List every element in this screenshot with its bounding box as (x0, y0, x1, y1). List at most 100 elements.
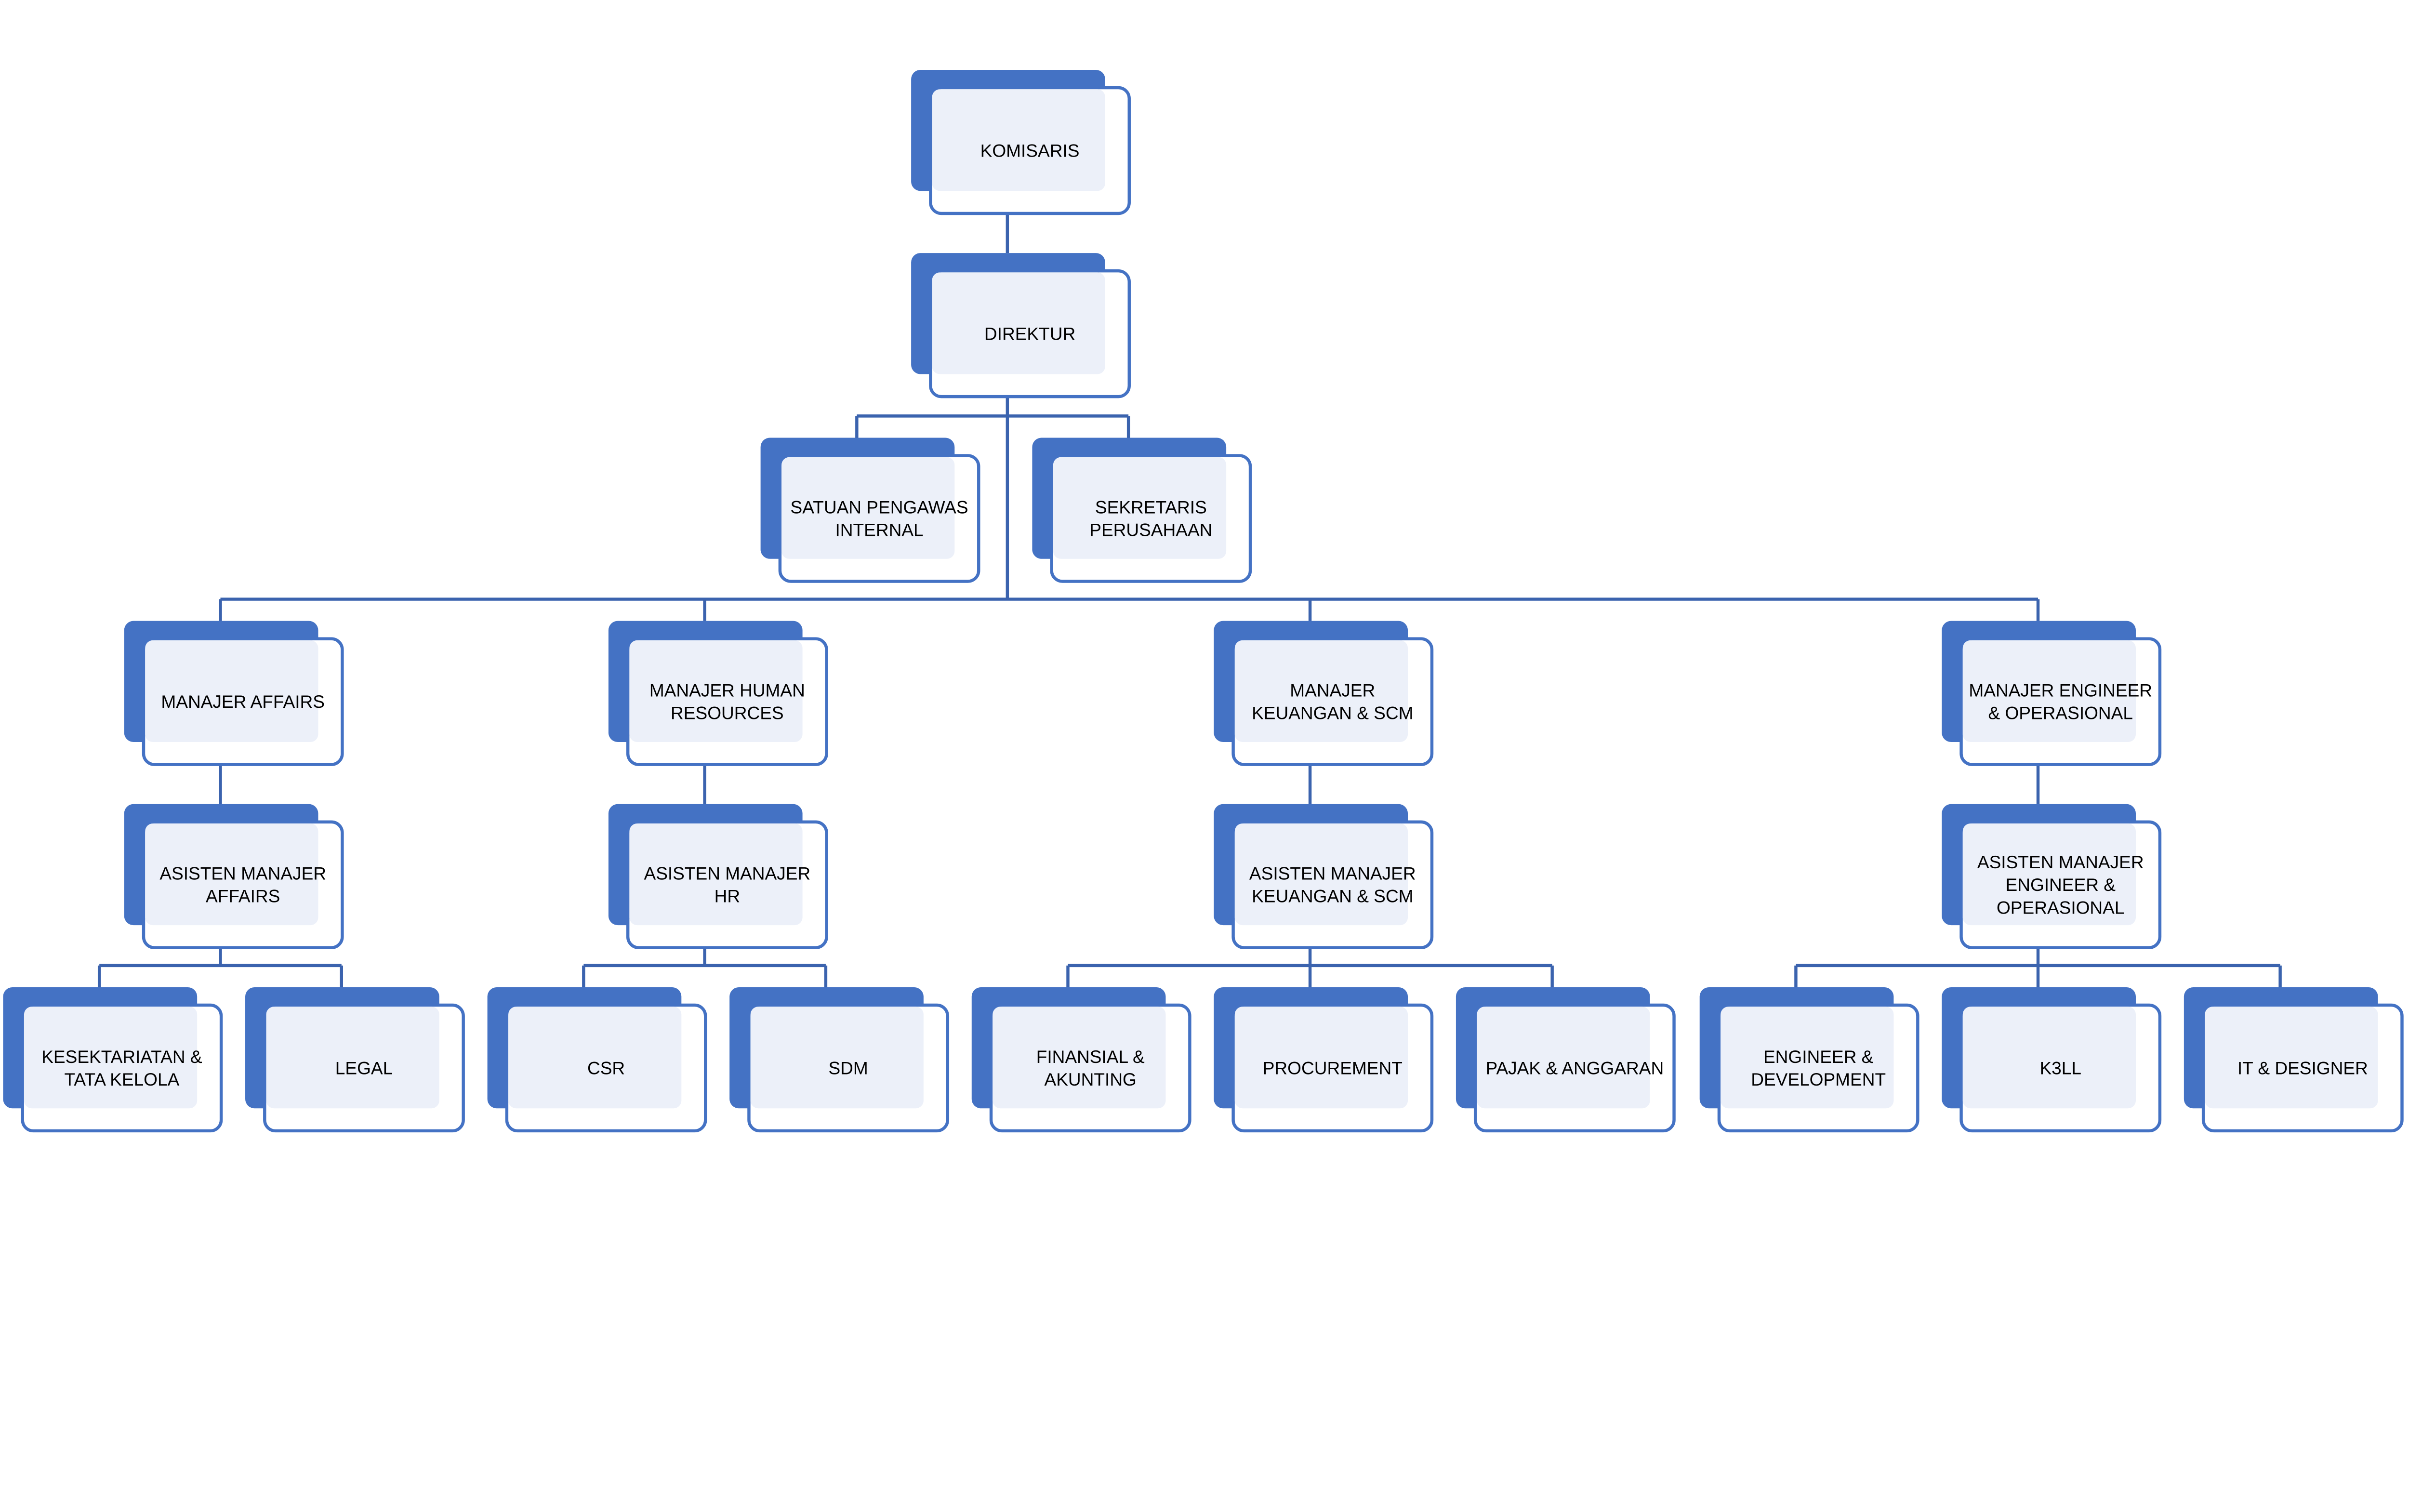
node-label-line: MANAJER AFFAIRS (161, 691, 325, 712)
node-label: IT & DESIGNER (2237, 1058, 2368, 1078)
node-label-line: ASISTEN MANAJER (1977, 852, 2144, 872)
org-node-engdev[interactable]: ENGINEER &DEVELOPMENT (1699, 987, 1919, 1133)
node-label-line: LEGAL (335, 1058, 393, 1078)
node-label-line: FINANSIAL & (1036, 1047, 1145, 1067)
node-fill (750, 1007, 924, 1109)
org-node-pajak[interactable]: PAJAK & ANGGARAN (1456, 987, 1676, 1133)
node-label-line: SEKRETARIS (1095, 497, 1207, 517)
node-label-line: PERUSAHAAN (1089, 519, 1212, 540)
org-node-csr[interactable]: CSR (487, 987, 707, 1133)
node-label-line: AKUNTING (1045, 1069, 1137, 1089)
node-label: DIREKTUR (984, 324, 1075, 344)
node-label-line: K3LL (2039, 1058, 2081, 1078)
node-fill (1234, 640, 1408, 742)
node-label-line: PAJAK & ANGGARAN (1485, 1058, 1664, 1078)
org-node-direktur[interactable]: DIREKTUR (911, 253, 1131, 398)
node-fill (508, 1007, 682, 1109)
node-label-line: KEUANGAN & SCM (1252, 703, 1413, 723)
node-label-line: INTERNAL (835, 519, 923, 540)
node-label: KESEKTARIATAN &TATA KELOLA (41, 1047, 202, 1089)
node-fill (932, 272, 1105, 374)
connectors (97, 214, 2282, 987)
org-node-itdes[interactable]: IT & DESIGNER (2184, 987, 2404, 1133)
org-node-finansial[interactable]: FINANSIAL &AKUNTING (971, 987, 1191, 1133)
node-label-line: & OPERASIONAL (1988, 703, 2133, 723)
node-label-line: AFFAIRS (206, 886, 280, 906)
node-label-line: ENGINEER & (1763, 1047, 1874, 1067)
node-fill (932, 89, 1105, 191)
node-label-line: HR (715, 886, 741, 906)
node-label-line: ASISTEN MANAJER (1249, 863, 1416, 884)
node-label: PROCUREMENT (1263, 1058, 1403, 1078)
node-fill (629, 640, 803, 742)
org-node-procurement[interactable]: PROCUREMENT (1214, 987, 1434, 1133)
node-label-line: DIREKTUR (984, 324, 1075, 344)
node-fill (993, 1007, 1166, 1109)
node-label-line: ASISTEN MANAJER (159, 863, 326, 884)
node-label-line: PROCUREMENT (1263, 1058, 1403, 1078)
node-fill (629, 823, 803, 926)
node-label-line: KESEKTARIATAN & (41, 1047, 202, 1067)
node-label: FINANSIAL &AKUNTING (1036, 1047, 1145, 1089)
node-fill (781, 457, 955, 559)
node-fill (1962, 640, 2136, 742)
node-label-line: SATUAN PENGAWAS (791, 497, 968, 517)
node-fill (1053, 457, 1227, 559)
org-node-komisaris[interactable]: KOMISARIS (911, 69, 1131, 215)
node-label-line: TATA KELOLA (65, 1069, 180, 1089)
org-node-m_affairs[interactable]: MANAJER AFFAIRS (124, 621, 344, 766)
node-fill (24, 1007, 198, 1109)
node-label: KOMISARIS (980, 140, 1080, 160)
node-label: ENGINEER &DEVELOPMENT (1751, 1047, 1886, 1089)
node-fill (1962, 1007, 2136, 1109)
node-fill (145, 823, 318, 926)
node-label: PAJAK & ANGGARAN (1485, 1058, 1664, 1078)
node-label-line: DEVELOPMENT (1751, 1069, 1886, 1089)
node-label: K3LL (2039, 1058, 2081, 1078)
org-node-m_eng[interactable]: MANAJER ENGINEER& OPERASIONAL (1942, 621, 2162, 766)
node-label-line: MANAJER (1290, 680, 1375, 701)
org-node-kesek[interactable]: KESEKTARIATAN &TATA KELOLA (3, 987, 223, 1133)
node-label-line: KOMISARIS (980, 140, 1080, 160)
org-node-k3ll[interactable]: K3LL (1942, 987, 2162, 1133)
node-fill (266, 1007, 439, 1109)
node-fill (2205, 1007, 2378, 1109)
node-label-line: IT & DESIGNER (2237, 1058, 2368, 1078)
node-label-line: CSR (587, 1058, 625, 1078)
node-label-line: RESOURCES (671, 703, 784, 723)
node-fill (1721, 1007, 1894, 1109)
node-label-line: ENGINEER & (2006, 875, 2116, 895)
node-label: SDM (828, 1058, 868, 1078)
node-fill (1477, 1007, 1650, 1109)
node-fill (1234, 1007, 1408, 1109)
node-label: MANAJER AFFAIRS (161, 691, 325, 712)
node-label: LEGAL (335, 1058, 393, 1078)
node-label-line: KEUANGAN & SCM (1252, 886, 1413, 906)
org-node-sdm[interactable]: SDM (729, 987, 950, 1133)
node-label-line: MANAJER HUMAN (649, 680, 805, 701)
node-fill (145, 640, 318, 742)
node-label-line: MANAJER ENGINEER (1969, 680, 2152, 701)
node-fill (1962, 823, 2136, 926)
org-node-legal[interactable]: LEGAL (245, 987, 465, 1133)
node-label: CSR (587, 1058, 625, 1078)
node-label: MANAJER ENGINEER& OPERASIONAL (1969, 680, 2152, 723)
node-fill (1234, 823, 1408, 926)
node-label-line: ASISTEN MANAJER (644, 863, 811, 884)
